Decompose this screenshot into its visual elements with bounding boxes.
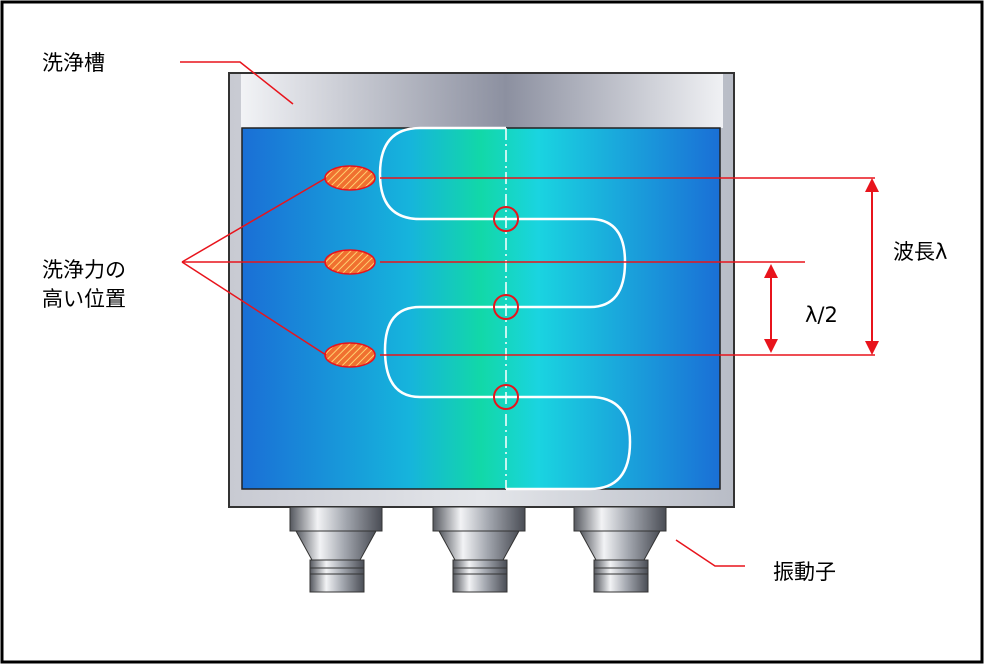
high-power-label-line1: 洗浄力の [42, 258, 126, 282]
arrow-head [865, 178, 879, 192]
transducer [289, 506, 383, 593]
transducer-callout-line [675, 539, 745, 567]
transducer [432, 506, 526, 593]
tank-lid [241, 74, 723, 128]
cleaning-liquid [241, 127, 721, 490]
node-circle [493, 384, 519, 410]
high-power-marker [324, 165, 376, 191]
standing-wave [378, 126, 632, 491]
node-circle [493, 206, 519, 232]
tank-callout-line [180, 61, 294, 105]
half-wavelength-label: λ/2 [805, 303, 838, 327]
high-power-callout-line [181, 177, 327, 263]
transducer [573, 506, 667, 593]
arrow-head [764, 264, 778, 278]
arrow-head [865, 341, 879, 355]
high-power-label-line2: 高い位置 [42, 287, 126, 311]
tank-label: 洗浄槽 [42, 51, 105, 75]
transducer-label: 振動子 [773, 560, 836, 584]
high-power-marker [324, 249, 376, 275]
high-power-marker [324, 342, 376, 368]
wavelength-label: 波長λ [893, 240, 947, 264]
node-circle [493, 294, 519, 320]
arrow-head [764, 339, 778, 353]
high-power-callout-line [181, 261, 327, 356]
